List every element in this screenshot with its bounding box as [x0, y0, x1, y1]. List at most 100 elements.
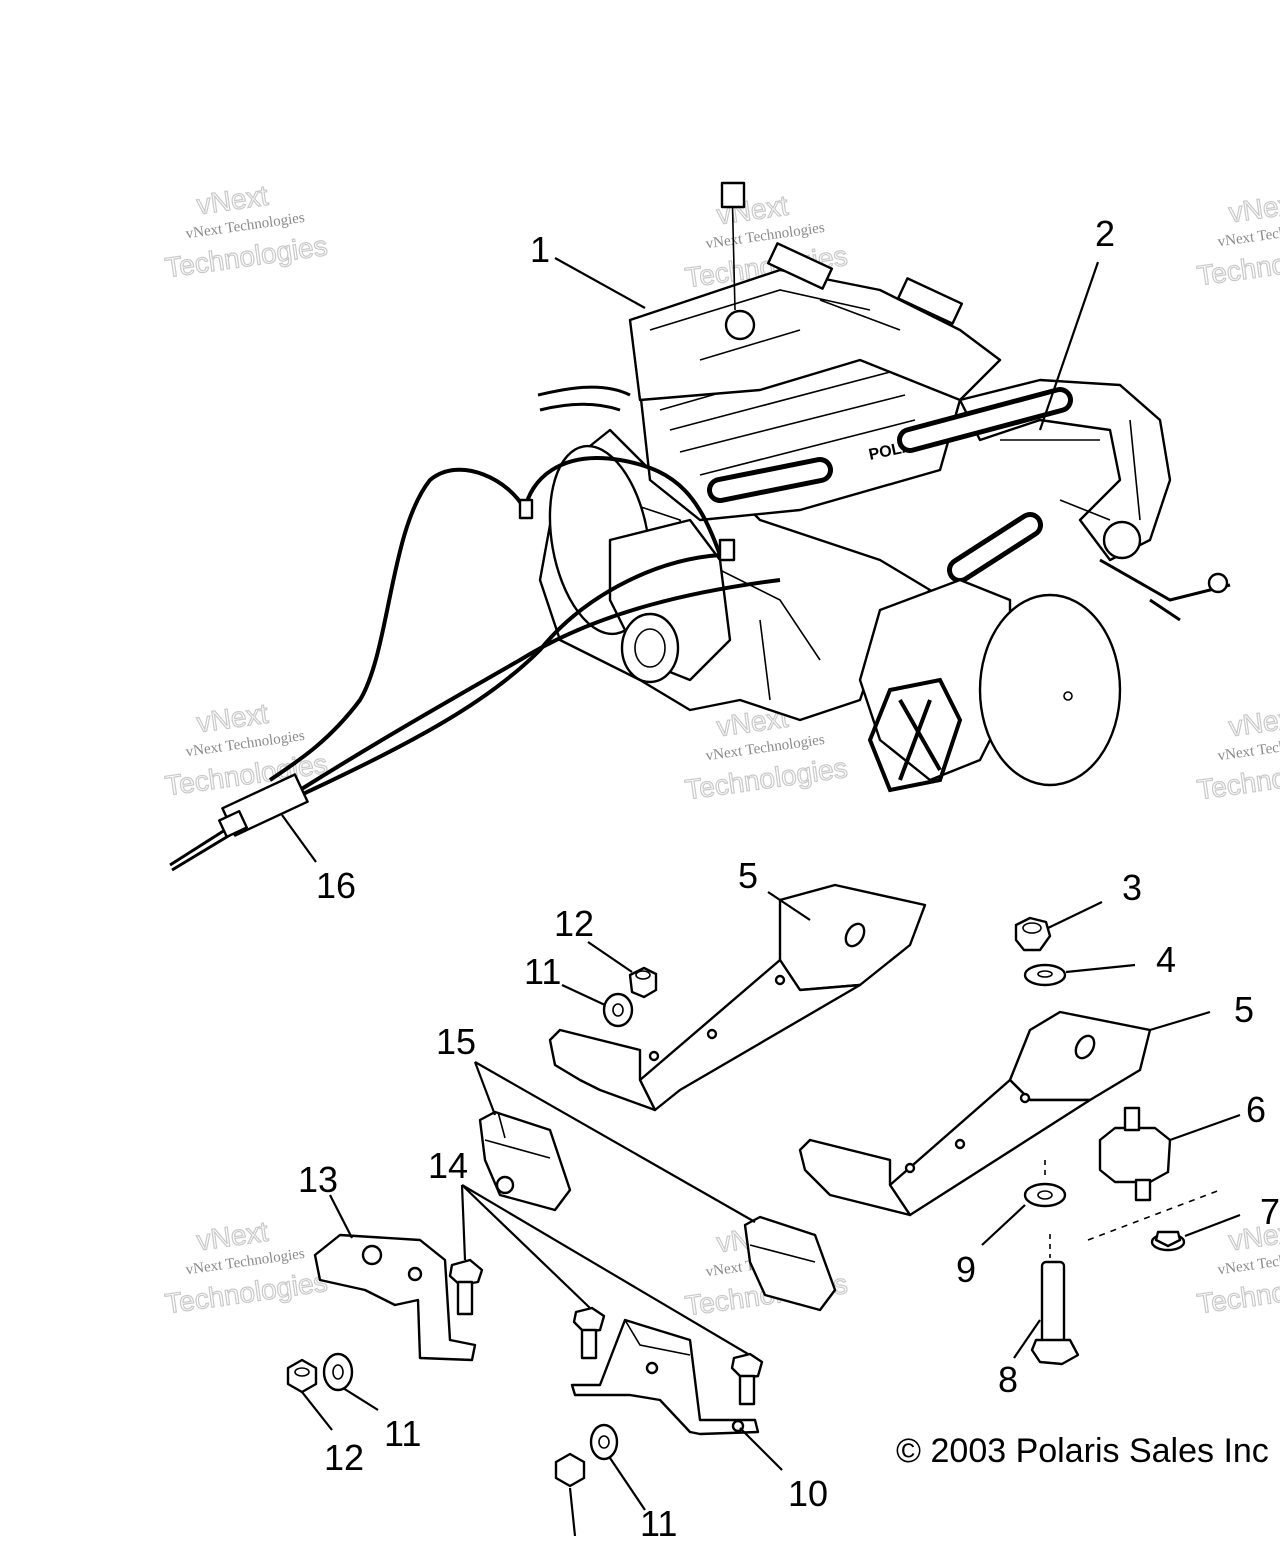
mount-stud — [495, 1175, 515, 1195]
slot-hole — [1074, 1034, 1096, 1060]
throttle-arm — [1099, 558, 1231, 622]
wire-clip — [518, 498, 534, 520]
washer-hole — [598, 1435, 610, 1449]
exhaust-flange — [1102, 520, 1142, 560]
svg-text:vNext: vNext — [1227, 188, 1280, 229]
callout-8: 8 — [998, 1359, 1018, 1400]
isolator-stud-bottom — [1134, 1178, 1152, 1202]
leader-16 — [281, 814, 317, 863]
leader-lines — [281, 257, 1241, 1537]
head-detail — [649, 289, 901, 361]
svg-text:vNext: vNext — [195, 180, 270, 221]
bolt-hole — [706, 1028, 718, 1040]
leader-11c — [609, 1457, 646, 1511]
svg-text:vNext: vNext — [195, 698, 270, 739]
bracket-body — [313, 1233, 477, 1362]
exhaust-detail — [1000, 419, 1141, 521]
leader-12c — [568, 1487, 577, 1537]
bolt-hole — [954, 1138, 966, 1150]
flange-bolt-14-b — [572, 1306, 606, 1360]
bolt-shank — [738, 1374, 756, 1406]
nut-body — [628, 966, 658, 999]
nut-hole — [1022, 922, 1042, 934]
bolt-shank — [1040, 1260, 1066, 1344]
callout-12a: 12 — [554, 903, 594, 944]
bolt-head — [448, 1258, 484, 1287]
engine-assembly: POLARIS — [537, 181, 1231, 793]
harness-wire — [539, 402, 621, 412]
callout-10: 10 — [788, 1473, 828, 1514]
bolt-head — [730, 1352, 764, 1380]
rubber-mount-15-right — [743, 1215, 837, 1312]
leader-7 — [1184, 1213, 1241, 1238]
carb-intake — [620, 612, 680, 684]
flange-nut-7 — [1087, 1189, 1221, 1252]
leader-5b — [1149, 1010, 1211, 1032]
leader-13 — [329, 1194, 353, 1239]
callout-13: 13 — [298, 1159, 338, 1200]
washer-hole — [1037, 1190, 1053, 1200]
coolant-hose-lower-inner — [952, 517, 1038, 578]
washer-9 — [1023, 1160, 1067, 1208]
callout-16: 16 — [316, 865, 356, 906]
harness-wire — [289, 553, 721, 802]
leader-14b — [461, 1184, 591, 1309]
stator-center — [1063, 691, 1073, 701]
bolt-hole — [904, 1162, 916, 1174]
callout-11a: 11 — [524, 951, 561, 992]
callout-4: 4 — [1156, 939, 1176, 980]
leader-1 — [554, 257, 646, 309]
bolt-hole — [774, 974, 786, 986]
leader-6 — [1169, 1113, 1241, 1142]
bolt-shank — [456, 1280, 474, 1316]
hex-nut-12-bottom — [554, 1452, 586, 1488]
callout-15: 15 — [436, 1021, 476, 1062]
hex-nut-12-lower — [286, 1358, 318, 1394]
leader-12a — [587, 941, 633, 973]
washer-hole — [1037, 970, 1053, 978]
watermark: vNext vNext Technologies Technologies — [1195, 701, 1280, 806]
hex-nut-3 — [1014, 916, 1052, 952]
mount-bracket-13 — [313, 1233, 477, 1362]
bracket-hole — [407, 1266, 423, 1282]
head-bolt — [724, 309, 756, 341]
bracket-foot — [548, 1028, 657, 1112]
temp-sensor — [720, 181, 746, 209]
callout-5a: 5 — [738, 855, 758, 896]
isolator-body — [1098, 1126, 1172, 1184]
wire-clip — [718, 538, 736, 562]
washer-hole — [332, 1364, 344, 1380]
flange-bolt-8 — [1030, 1234, 1080, 1366]
harness-wire — [268, 467, 527, 782]
washer-ring — [1023, 1182, 1067, 1208]
washer-ring — [1023, 963, 1067, 987]
bracket-hole — [645, 1361, 659, 1375]
stator-cover — [978, 593, 1122, 787]
spark-plug-cap — [766, 242, 834, 290]
engine-mount-bracket-upper — [548, 883, 927, 1112]
washer-ring — [322, 1352, 354, 1392]
isolator-6 — [1098, 1106, 1172, 1202]
callout-7: 7 — [1260, 1191, 1280, 1232]
callout-5b: 5 — [1234, 989, 1254, 1030]
bolt-hole — [648, 1050, 660, 1062]
coolant-hose-2-inner — [902, 392, 1068, 448]
callout-1: 1 — [530, 229, 550, 270]
washer-11-lower-left — [322, 1352, 354, 1392]
coolant-hose-upper-inner — [712, 462, 828, 498]
leader-4 — [1065, 963, 1136, 974]
carb-throat — [634, 628, 666, 668]
harness-tail — [169, 828, 231, 872]
leader-2 — [1038, 261, 1100, 431]
callout-9: 9 — [956, 1249, 976, 1290]
bolt-shank — [580, 1328, 598, 1360]
harness-wire — [298, 578, 781, 792]
leader-10 — [739, 1427, 783, 1471]
nut-body — [554, 1452, 586, 1488]
callout-11b: 11 — [384, 1413, 421, 1454]
bracket-body — [570, 1318, 760, 1436]
leader-15b — [474, 1061, 756, 1223]
leader-14c — [461, 1184, 749, 1355]
callout-6: 6 — [1246, 1089, 1266, 1130]
